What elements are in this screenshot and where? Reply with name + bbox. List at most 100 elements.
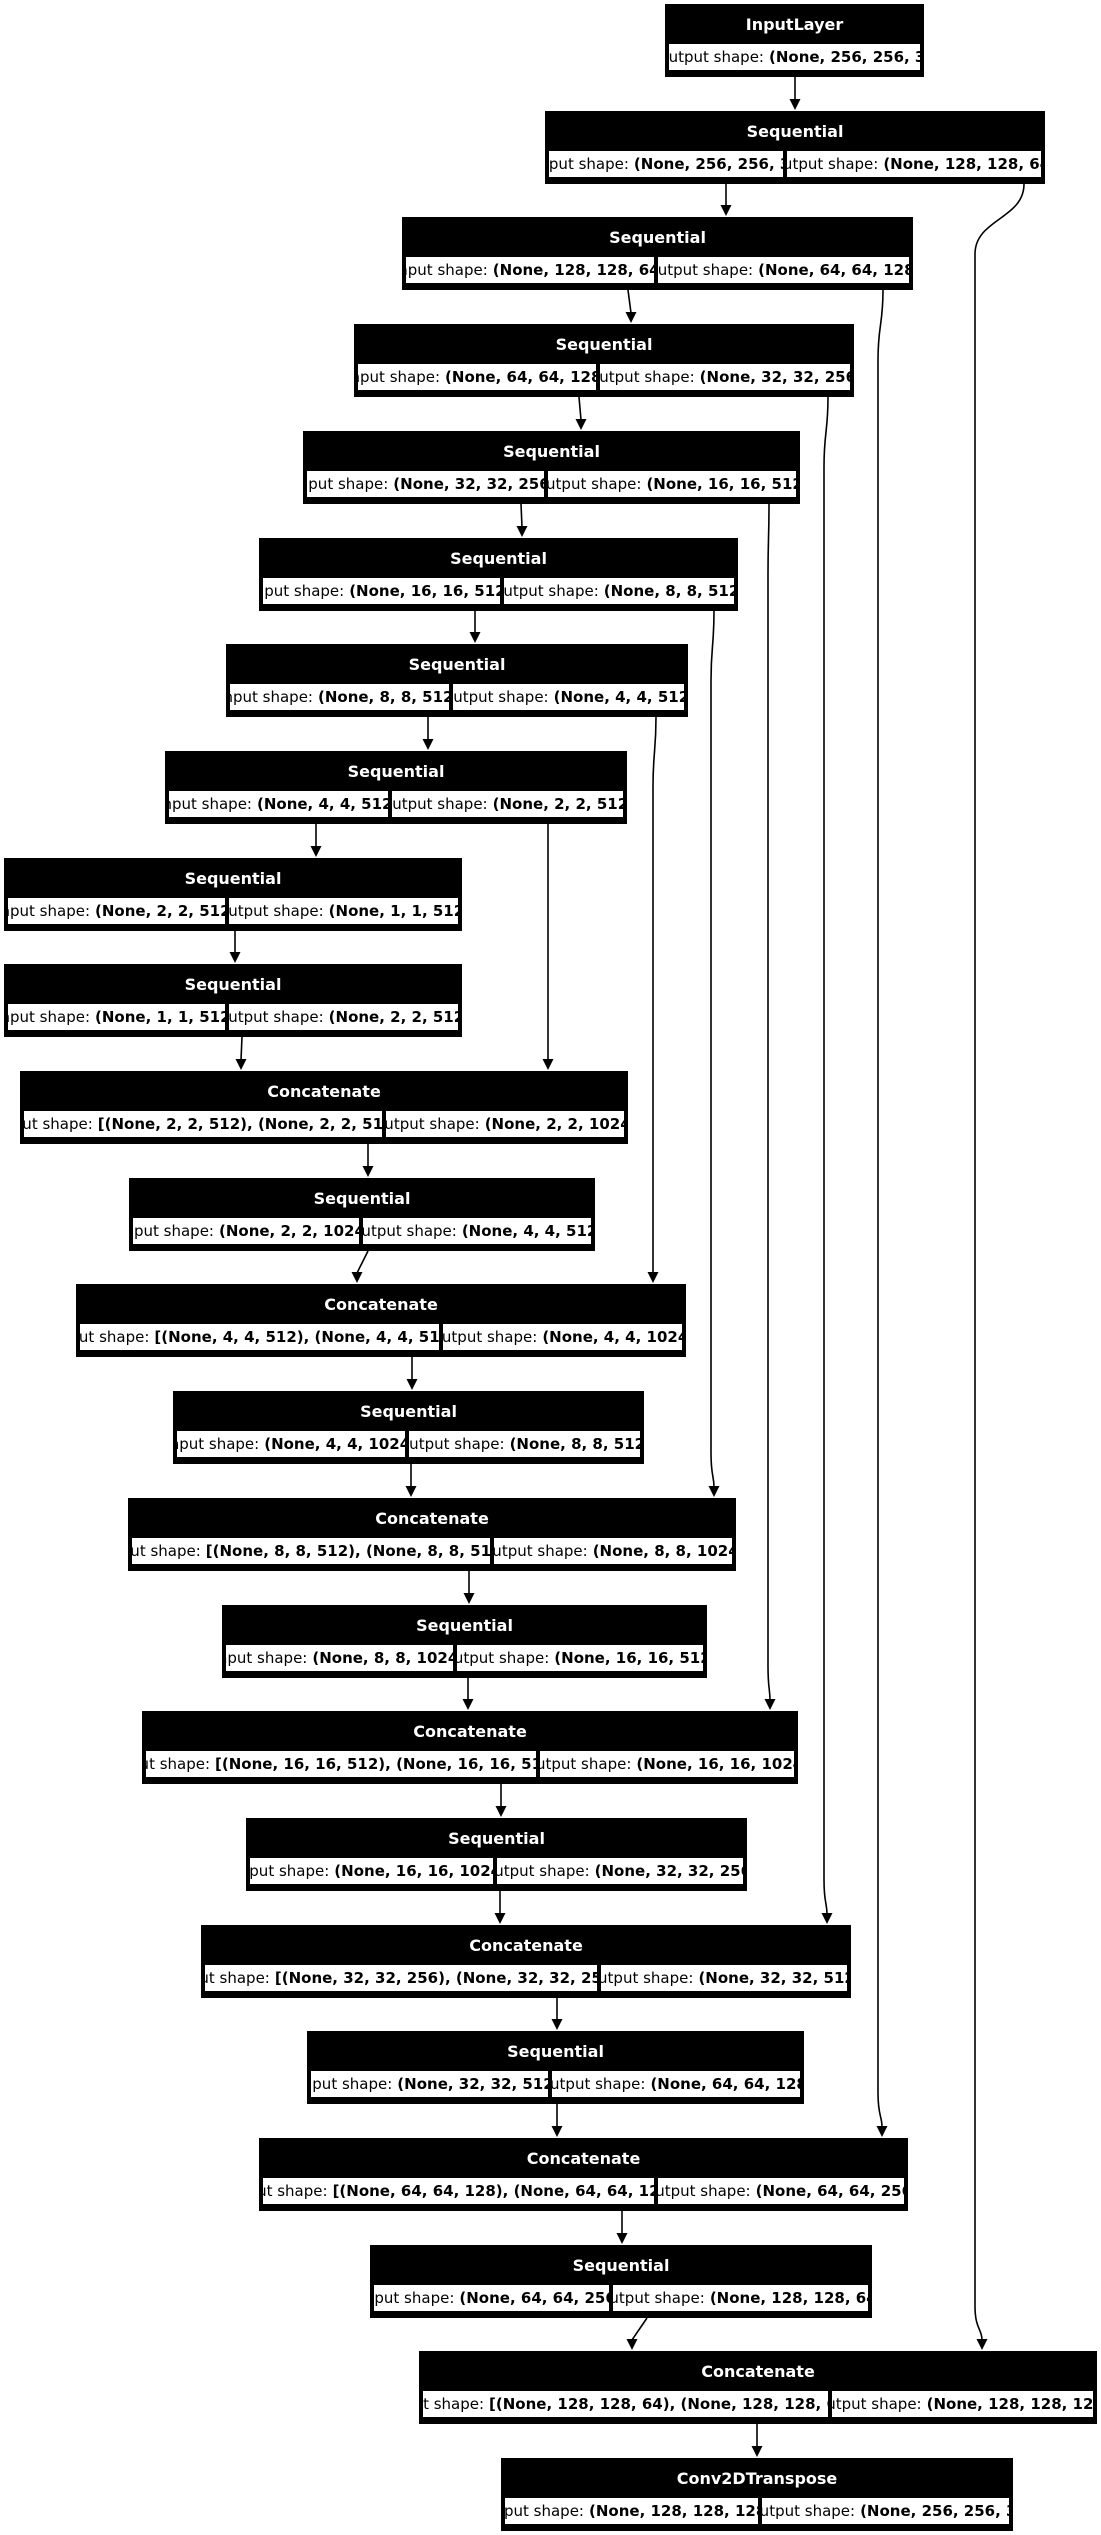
layer-node-6-sequential: Sequential Input shape:(None, 8, 8, 512)…	[226, 644, 688, 717]
layer-shapes-row: Input shape:(None, 1, 1, 512) Output sha…	[5, 1004, 461, 1034]
edge-arrowhead-icon	[495, 1806, 507, 1817]
edge-line-21-22	[631, 2317, 648, 2341]
edge-line-4-16	[767, 503, 771, 1701]
output-shape-cell: Output shape:(None, 1, 1, 512)	[229, 898, 458, 924]
output-shape-cell: Output shape:(None, 256, 256, 3)	[762, 2498, 1009, 2524]
edge-arrowhead-icon	[647, 1272, 659, 1283]
output-shape-cell: Output shape:(None, 16, 16, 1024)	[540, 1751, 794, 1777]
layer-node-11-sequential: Sequential Input shape:(None, 2, 2, 1024…	[129, 1178, 595, 1251]
edge-line-1-22	[974, 183, 1025, 2341]
edge-arrowhead-icon	[551, 2019, 563, 2030]
layer-title: Sequential	[448, 1829, 545, 1848]
layer-node-22-concatenate: Concatenate Input shape:[(None, 128, 128…	[419, 2351, 1097, 2424]
edge-line-9-10	[240, 1036, 243, 1061]
layer-shapes-row: Input shape:(None, 16, 16, 1024) Output …	[247, 1858, 746, 1888]
layer-title: Concatenate	[413, 1722, 527, 1741]
edge-arrowhead-icon	[494, 1913, 506, 1924]
layer-node-10-concatenate: Concatenate Input shape:[(None, 2, 2, 51…	[20, 1071, 628, 1144]
edge-arrowhead-icon	[463, 1593, 475, 1604]
edge-line-3-4	[578, 396, 582, 421]
edge-arrowhead-icon	[976, 2339, 988, 2350]
edge-arrowhead-icon	[821, 1913, 833, 1924]
input-shape-cell: Input shape:[(None, 2, 2, 512), (None, 2…	[24, 1111, 383, 1137]
output-shape-cell: Output shape:(None, 2, 2, 1024)	[386, 1111, 624, 1137]
layer-node-15-sequential: Sequential Input shape:(None, 8, 8, 1024…	[222, 1605, 707, 1678]
layer-shapes-row: Input shape:(None, 64, 64, 128) Output s…	[355, 364, 853, 394]
output-shape-cell: Output shape:(None, 4, 4, 512)	[453, 684, 684, 710]
layer-shapes-row: Input shape:(None, 2, 2, 512) Output sha…	[5, 898, 461, 928]
layer-shapes-row: Input shape:(None, 8, 8, 1024) Output sh…	[223, 1645, 706, 1675]
layer-node-21-sequential: Sequential Input shape:(None, 64, 64, 25…	[370, 2245, 872, 2318]
layer-shapes-row: Input shape:[(None, 128, 128, 64), (None…	[420, 2391, 1096, 2421]
output-shape-cell: Output shape:(None, 64, 64, 256)	[658, 2178, 904, 2204]
output-shape-cell: Output shape:(None, 128, 128, 64)	[787, 151, 1041, 177]
input-shape-cell: Input shape:(None, 16, 16, 512)	[263, 578, 500, 604]
layer-node-3-sequential: Sequential Input shape:(None, 64, 64, 12…	[354, 324, 854, 397]
input-shape-cell: Input shape:(None, 128, 128, 128)	[505, 2498, 759, 2524]
layer-shapes-row: Input shape:(None, 4, 4, 512) Output sha…	[166, 791, 626, 821]
output-shape-cell: Output shape:(None, 4, 4, 512)	[362, 1218, 591, 1244]
layer-title: Concatenate	[375, 1509, 489, 1528]
layer-node-7-sequential: Sequential Input shape:(None, 4, 4, 512)…	[165, 751, 627, 824]
edge-arrowhead-icon	[516, 526, 528, 537]
input-shape-cell: Input shape:(None, 128, 128, 64)	[406, 257, 655, 283]
layer-node-20-concatenate: Concatenate Input shape:[(None, 64, 64, …	[259, 2138, 908, 2211]
edge-arrowhead-icon	[720, 205, 732, 216]
output-shape-cell: Output shape:(None, 128, 128, 128)	[832, 2391, 1093, 2417]
layer-node-4-sequential: Sequential Input shape:(None, 32, 32, 25…	[303, 431, 800, 504]
layer-title: Concatenate	[526, 2149, 641, 2168]
output-shape-cell: Output shape:(None, 32, 32, 256)	[497, 1858, 743, 1884]
input-shape-cell: Input shape:[(None, 8, 8, 512), (None, 8…	[132, 1538, 491, 1564]
input-shape-cell: Input shape:(None, 32, 32, 256)	[307, 471, 544, 497]
layer-node-8-sequential: Sequential Input shape:(None, 2, 2, 512)…	[4, 858, 462, 931]
layer-title: Sequential	[503, 442, 600, 461]
input-shape-cell: Input shape:(None, 2, 2, 1024)	[133, 1218, 359, 1244]
output-shape-cell: Output shape:(None, 16, 16, 512)	[456, 1645, 703, 1671]
layer-node-17-sequential: Sequential Input shape:(None, 16, 16, 10…	[246, 1818, 747, 1891]
input-shape-cell: Input shape:(None, 64, 64, 128)	[358, 364, 597, 390]
output-shape-cell: Output shape:(None, 2, 2, 512)	[392, 791, 623, 817]
layer-title: Sequential	[347, 762, 445, 781]
input-shape-cell: Input shape:(None, 256, 256, 3)	[549, 151, 784, 177]
layer-shapes-row: Output shape:(None, 256, 256, 3)	[666, 44, 923, 74]
edge-arrowhead-icon	[616, 2233, 628, 2244]
layer-title: Sequential	[450, 549, 547, 568]
layer-title: Sequential	[507, 2042, 604, 2061]
layer-title: Sequential	[609, 228, 706, 247]
edge-arrowhead-icon	[310, 846, 322, 857]
edge-arrowhead-icon	[405, 1486, 417, 1497]
edge-arrowhead-icon	[462, 1699, 474, 1710]
edge-line-2-20	[877, 289, 884, 2128]
input-shape-cell: Input shape:(None, 2, 2, 512)	[8, 898, 226, 924]
layer-title: Conv2DTranspose	[676, 2469, 838, 2488]
edge-arrowhead-icon	[229, 952, 241, 963]
edge-arrowhead-icon	[351, 1272, 363, 1283]
layer-node-19-sequential: Sequential Input shape:(None, 32, 32, 51…	[307, 2031, 804, 2104]
layer-shapes-row: Input shape:[(None, 16, 16, 512), (None,…	[143, 1751, 797, 1781]
output-shape-cell: Output shape:(None, 2, 2, 512)	[229, 1004, 458, 1030]
layer-shapes-row: Input shape:(None, 128, 128, 64) Output …	[403, 257, 912, 287]
edge-arrowhead-icon	[751, 2446, 763, 2457]
input-shape-cell: Input shape:(None, 8, 8, 512)	[230, 684, 450, 710]
edge-line-11-12	[356, 1250, 369, 1274]
input-shape-cell: Input shape:[(None, 4, 4, 512), (None, 4…	[80, 1324, 440, 1350]
edge-line-3-18	[823, 396, 829, 1915]
output-shape-cell: Output shape:(None, 32, 32, 512)	[600, 1965, 847, 1991]
layer-shapes-row: Input shape:[(None, 32, 32, 256), (None,…	[202, 1965, 850, 1995]
input-shape-cell: Input shape:(None, 8, 8, 1024)	[226, 1645, 453, 1671]
edge-arrowhead-icon	[406, 1379, 418, 1390]
layer-title: Sequential	[746, 122, 844, 141]
output-shape-cell: Output shape:(None, 4, 4, 1024)	[443, 1324, 682, 1350]
input-shape-cell: Input shape:(None, 64, 64, 256)	[374, 2285, 610, 2311]
input-shape-cell: Input shape:(None, 16, 16, 1024)	[250, 1858, 494, 1884]
output-shape-cell: Output shape:(None, 64, 64, 128)	[658, 257, 909, 283]
layer-title: Sequential	[313, 1189, 411, 1208]
layer-shapes-row: Input shape:(None, 4, 4, 1024) Output sh…	[174, 1431, 643, 1461]
output-shape-cell: Output shape:(None, 128, 128, 64)	[613, 2285, 868, 2311]
input-shape-cell: Input shape:(None, 4, 4, 512)	[169, 791, 389, 817]
output-shape-cell: Output shape:(None, 8, 8, 512)	[409, 1431, 640, 1457]
layer-node-9-sequential: Sequential Input shape:(None, 1, 1, 512)…	[4, 964, 462, 1037]
layer-shapes-row: Input shape:(None, 256, 256, 3) Output s…	[546, 151, 1044, 181]
layer-shapes-row: Input shape:[(None, 64, 64, 128), (None,…	[260, 2178, 907, 2208]
edge-arrowhead-icon	[362, 1166, 374, 1177]
